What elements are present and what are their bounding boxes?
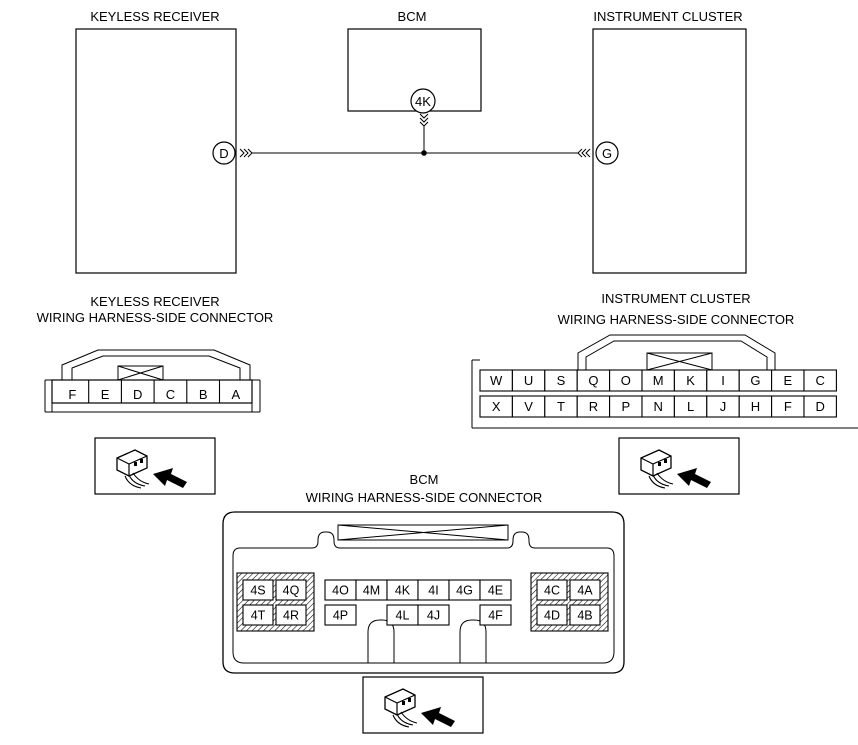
pin-label-u: U — [524, 373, 533, 388]
pin-cell-4r — [275, 604, 307, 626]
pin-label-4m: 4M — [363, 584, 380, 598]
keyless-pin-d: D — [133, 387, 142, 402]
bcm-pin-grid: 4S 4Q 4T 4R 4C 4A 4D 4B 4O 4M 4K 4I 4G 4E 4P 4L 4J 4F — [242, 579, 601, 626]
pin-label-g: G — [750, 373, 760, 388]
terminal-4k-label: 4K — [415, 94, 431, 109]
signal-wire — [239, 113, 591, 158]
pin-label-4l: 4L — [396, 609, 410, 623]
pin-label-f: F — [784, 399, 792, 414]
pin-label-4r: 4R — [283, 609, 299, 623]
terminal-d-label: D — [219, 146, 228, 161]
pin-label-w: W — [490, 373, 503, 388]
pin-cell-d — [803, 395, 837, 418]
pin-label-4e: 4E — [488, 584, 503, 598]
pin-label-4f: 4F — [488, 609, 503, 623]
pin-cell-4c — [536, 579, 568, 601]
pin-label-4p: 4P — [333, 609, 348, 623]
instrument-cluster-box — [592, 28, 747, 274]
pin-label-4j: 4J — [427, 609, 440, 623]
cluster-connector-view-icon — [618, 437, 740, 495]
pin-label-k: K — [686, 373, 695, 388]
keyless-connector-view-icon — [94, 437, 216, 495]
keyless-pin-b: B — [199, 387, 208, 402]
pin-label-4a: 4A — [577, 584, 593, 598]
pin-cell-4j — [417, 604, 450, 626]
cluster-connector-title-2: WIRING HARNESS-SIDE CONNECTOR — [558, 312, 795, 327]
pin-cell-4t — [242, 604, 274, 626]
pin-label-h: H — [751, 399, 760, 414]
keyless-pin-c: C — [166, 387, 175, 402]
pin-cell-4q — [275, 579, 307, 601]
cluster-connector-title-1: INSTRUMENT CLUSTER — [601, 291, 750, 306]
terminal-4k-marker: 4K — [410, 88, 436, 114]
pin-label-4k: 4K — [395, 584, 411, 598]
pin-label-m: M — [653, 373, 664, 388]
pin-label-j: J — [720, 399, 727, 414]
keyless-pin-e: E — [101, 387, 110, 402]
keyless-pin-a: A — [232, 387, 241, 402]
pin-cell-4e — [479, 579, 512, 601]
pin-label-c: C — [816, 373, 825, 388]
pin-label-x: X — [492, 399, 501, 414]
bcm-label: BCM — [398, 9, 427, 24]
pin-label-4o: 4O — [332, 584, 349, 598]
pin-label-4i: 4I — [428, 584, 438, 598]
pin-label-i: I — [721, 373, 725, 388]
pin-label-p: P — [621, 399, 630, 414]
terminal-g-label: G — [602, 146, 612, 161]
pin-cell-4d — [536, 604, 568, 626]
pin-label-4g: 4G — [456, 584, 473, 598]
pin-cell-4s — [242, 579, 274, 601]
pin-cell-4f — [479, 604, 512, 626]
pin-label-4d: 4D — [544, 609, 560, 623]
pin-label-d: D — [816, 399, 825, 414]
terminal-g-marker: G — [595, 141, 619, 165]
pin-label-4t: 4T — [251, 609, 266, 623]
pin-label-r: R — [589, 399, 598, 414]
cluster-pin-grid: W U S Q O M K I G E C X V T R P N L J H F D — [479, 369, 837, 418]
bcm-connector-title-2: WIRING HARNESS-SIDE CONNECTOR — [306, 490, 543, 505]
keyless-connector-title-2: WIRING HARNESS-SIDE CONNECTOR — [37, 310, 274, 325]
keyless-receiver-label: KEYLESS RECEIVER — [90, 9, 219, 24]
pin-label-4q: 4Q — [283, 584, 300, 598]
instrument-cluster-label: INSTRUMENT CLUSTER — [593, 9, 742, 24]
pin-label-n: N — [654, 399, 663, 414]
keyless-connector-face — [44, 349, 261, 413]
pin-label-v: V — [524, 399, 533, 414]
pin-cell-4a — [569, 579, 601, 601]
pin-label-s: S — [557, 373, 566, 388]
pin-cell-c — [803, 369, 837, 392]
bcm-connector-title-1: BCM — [410, 472, 439, 487]
pin-label-q: Q — [588, 373, 598, 388]
pin-label-4b: 4B — [577, 609, 592, 623]
keyless-connector-title-1: KEYLESS RECEIVER — [90, 294, 219, 309]
pin-label-l: L — [687, 399, 694, 414]
pin-cell-4b — [569, 604, 601, 626]
bcm-connector-view-icon — [362, 676, 484, 734]
pin-label-t: T — [557, 399, 565, 414]
pin-label-4s: 4S — [250, 584, 265, 598]
keyless-receiver-box — [75, 28, 237, 274]
pin-label-4c: 4C — [544, 584, 560, 598]
pin-label-e: E — [783, 373, 792, 388]
terminal-d-marker: D — [212, 141, 236, 165]
keyless-pin-f: F — [68, 387, 76, 402]
pin-cell-4p — [324, 604, 357, 626]
pin-label-o: O — [621, 373, 631, 388]
cluster-connector-face — [471, 334, 858, 429]
